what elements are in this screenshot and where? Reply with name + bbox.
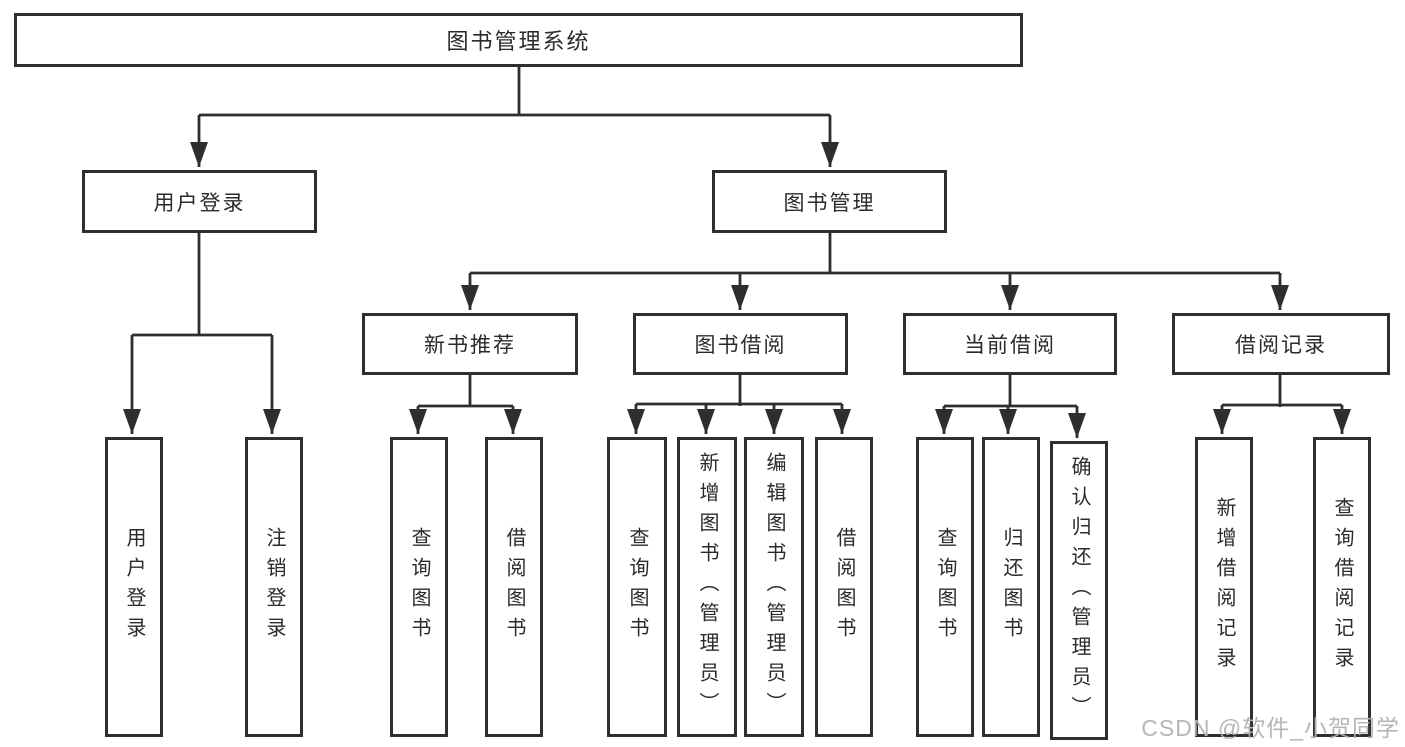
node-edit-books-admin: 编辑图书（管理员） (744, 437, 804, 737)
csdn-watermark: CSDN @软件_小贺同学 (1141, 715, 1400, 741)
node-borrow-books: 借阅图书 (815, 437, 873, 737)
node-book-borrowing: 图书借阅 (633, 313, 848, 375)
node-add-books-admin: 新增图书（管理员） (677, 437, 737, 737)
node-query-books-current: 查询图书 (916, 437, 974, 737)
node-logout: 注销登录 (245, 437, 303, 737)
node-query-borrow-record: 查询借阅记录 (1313, 437, 1371, 737)
node-query-books-borrowing: 查询图书 (607, 437, 667, 737)
node-new-book-recommendation: 新书推荐 (362, 313, 578, 375)
node-root-library-management-system: 图书管理系统 (14, 13, 1023, 67)
node-user-login-leaf: 用户登录 (105, 437, 163, 737)
node-borrowing-records: 借阅记录 (1172, 313, 1390, 375)
node-query-books-recommend: 查询图书 (390, 437, 448, 737)
node-add-borrow-record: 新增借阅记录 (1195, 437, 1253, 737)
node-user-login: 用户登录 (82, 170, 317, 233)
node-current-borrowing: 当前借阅 (903, 313, 1117, 375)
node-return-books: 归还图书 (982, 437, 1040, 737)
node-confirm-return-admin: 确认归还（管理员） (1050, 441, 1108, 740)
node-borrow-books-recommend: 借阅图书 (485, 437, 543, 737)
node-book-management: 图书管理 (712, 170, 947, 233)
